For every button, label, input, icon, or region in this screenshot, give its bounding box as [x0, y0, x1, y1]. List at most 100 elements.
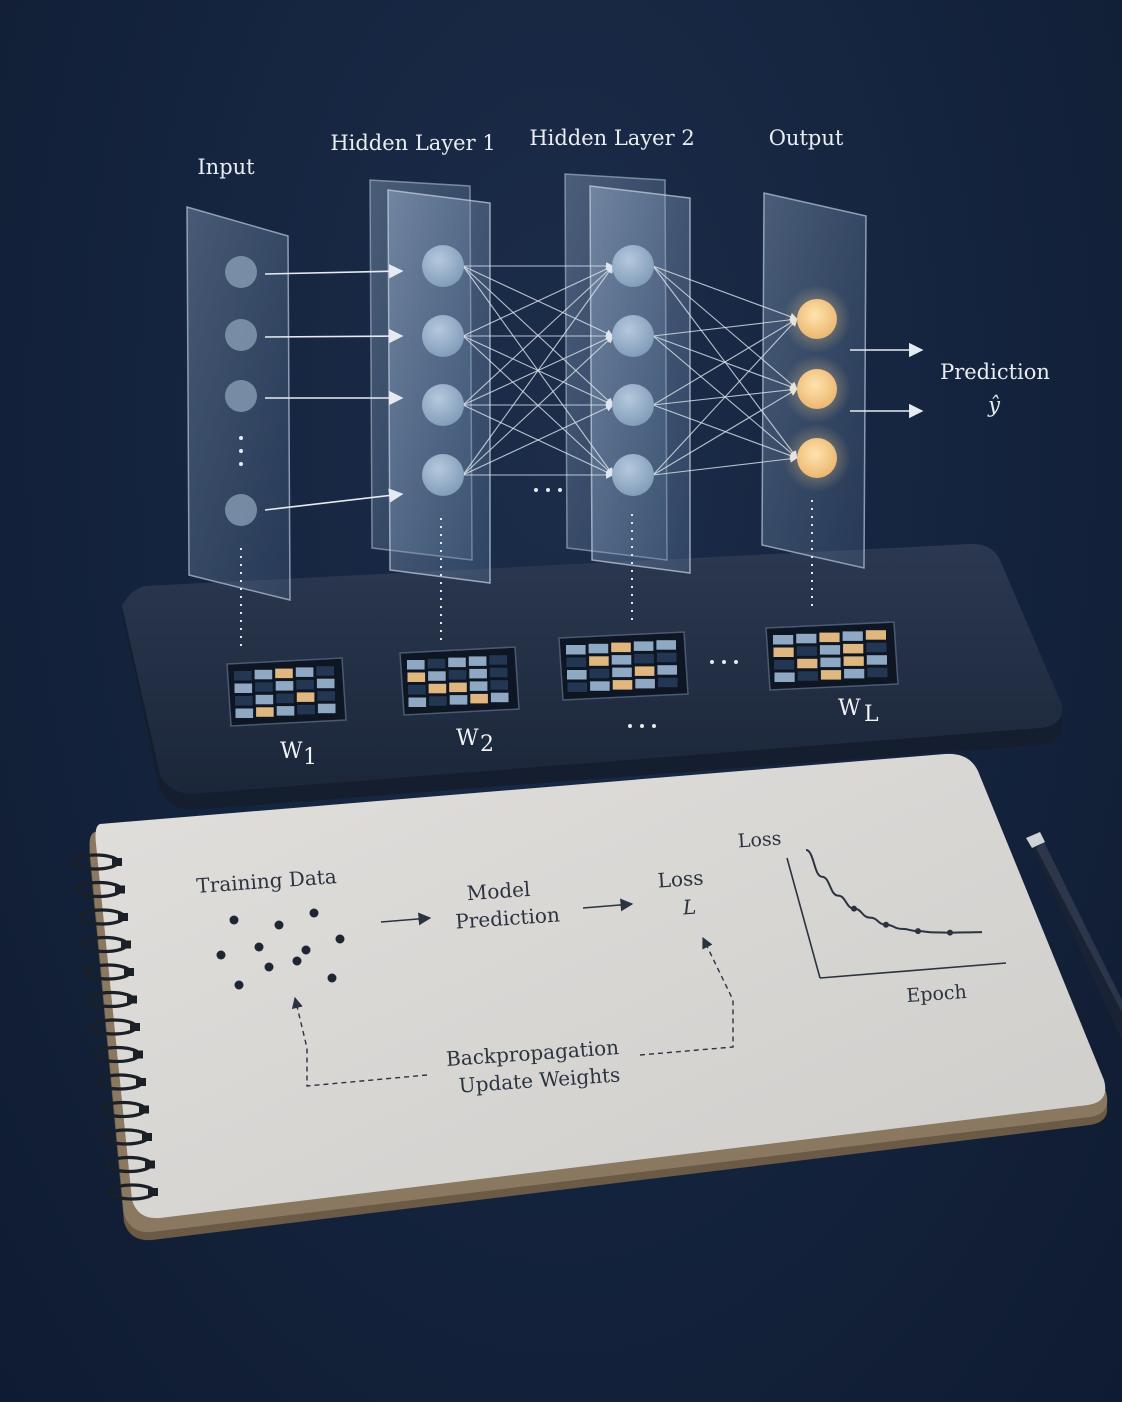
matrix-cell	[275, 681, 294, 691]
connection-line	[652, 318, 798, 406]
matrix-cell	[635, 678, 655, 689]
hidden-2-neuron	[612, 245, 654, 287]
matrix-cell	[234, 671, 252, 681]
connection-line	[652, 318, 798, 476]
spiral-hole	[118, 913, 128, 921]
output-neuron	[797, 438, 837, 478]
matrix-cell	[819, 645, 841, 655]
platform-ellipsis	[628, 660, 738, 728]
output-neuron	[797, 369, 837, 409]
matrix-cell	[566, 657, 587, 667]
matrix-cell	[796, 633, 817, 644]
matrix-cell	[489, 655, 507, 665]
spiral-hole	[133, 1050, 143, 1059]
matrix-cell	[235, 696, 253, 706]
hidden-1-neuron	[422, 315, 464, 357]
matrix-cell	[820, 670, 842, 680]
weight-matrix	[226, 657, 347, 727]
prediction-label: Prediction	[940, 360, 1050, 384]
matrix-cell	[820, 657, 841, 668]
matrix-cell	[316, 678, 335, 689]
matrix-cell	[468, 656, 487, 666]
matrix-cell	[297, 704, 315, 715]
matrix-cell	[429, 696, 447, 706]
matrix-cell	[235, 708, 254, 718]
input-neuron	[225, 494, 257, 526]
matrix-cell	[275, 668, 293, 679]
output-label: Output	[769, 126, 844, 150]
input-neuron	[225, 319, 257, 351]
drop-lines	[240, 500, 813, 652]
spiral-hole	[139, 1105, 149, 1114]
hidden-1-neuron	[422, 245, 464, 287]
weight-matrices	[226, 621, 899, 727]
connection-line	[652, 454, 798, 476]
matrix-cell	[657, 665, 677, 675]
pen-icon	[1026, 832, 1122, 1040]
matrix-cell	[296, 692, 315, 702]
matrix-cell	[773, 635, 794, 645]
matrix-cell	[317, 703, 336, 714]
spiral-hole	[148, 1188, 158, 1196]
input-neuron	[225, 256, 257, 288]
weight-label-wl: W L	[838, 696, 879, 727]
w1-base: W	[280, 739, 303, 764]
neurons	[225, 245, 851, 526]
connection-line	[652, 388, 798, 476]
connection-line	[652, 265, 798, 321]
matrix-cell	[634, 653, 654, 664]
hidden-layer-2-panel	[564, 173, 691, 574]
matrix-cell	[611, 642, 631, 653]
output-neuron	[797, 299, 837, 339]
connection-line	[462, 404, 614, 476]
matrix-cell	[844, 668, 865, 679]
matrix-cell	[276, 706, 295, 716]
model-label: Model	[466, 877, 531, 905]
spiral-hole	[142, 1133, 152, 1141]
matrix-cell	[255, 694, 274, 705]
matrix-cell	[316, 666, 334, 676]
weight-label-w2: W 2	[456, 726, 494, 757]
hidden-2-neuron	[612, 315, 654, 357]
wl-base: W	[838, 696, 861, 721]
connection-lines	[462, 262, 798, 479]
matrix-cell	[256, 707, 274, 717]
spiral-hole	[127, 995, 137, 1004]
connection-line	[652, 315, 798, 337]
spiral-hole	[145, 1160, 155, 1169]
loss-symbol: L	[681, 895, 697, 920]
loss-chart-x-label: Epoch	[906, 981, 968, 1007]
matrix-cell	[588, 643, 609, 654]
hidden-layer-1-panel	[369, 179, 491, 584]
matrix-cell	[448, 670, 467, 680]
matrix-cell	[842, 631, 863, 641]
matrix-cell	[634, 666, 655, 676]
matrix-cell	[589, 668, 610, 679]
spiral-hole	[130, 1023, 140, 1031]
spiral-hole	[112, 858, 122, 866]
spiral-hole	[115, 885, 125, 894]
matrix-cell	[255, 682, 273, 692]
matrix-cell	[843, 656, 864, 666]
matrix-cell	[612, 667, 632, 678]
matrix-cell	[469, 668, 487, 679]
hidden-layer-1-label: Hidden Layer 1	[330, 131, 495, 155]
loss-note-label: Loss	[657, 865, 704, 892]
matrix-cell	[567, 670, 587, 680]
loss-chart-y-axis	[786, 857, 821, 979]
weight-matrix	[558, 631, 689, 701]
matrix-cell	[317, 691, 335, 701]
connection-line	[462, 265, 614, 337]
input-ellipsis	[239, 436, 243, 466]
matrix-cell	[470, 693, 488, 704]
matrix-cell	[427, 658, 446, 669]
matrix-cell	[656, 652, 677, 663]
matrix-cell	[865, 630, 886, 640]
connection-line	[462, 265, 614, 476]
loss-point	[851, 905, 857, 912]
input-arrows	[264, 264, 404, 511]
loss-chart-y-label: Loss	[737, 828, 782, 853]
matrix-cell	[612, 680, 633, 690]
weight-matrix	[399, 646, 520, 716]
